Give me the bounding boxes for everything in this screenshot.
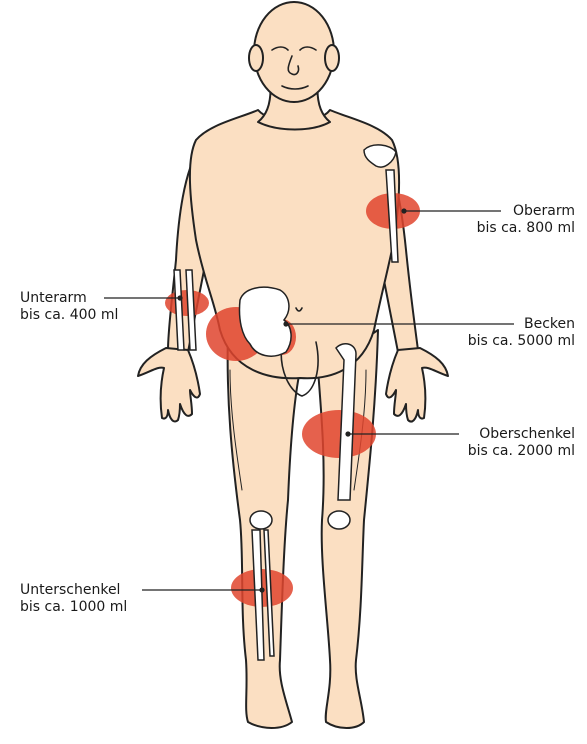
label-oberschenkel-name: Oberschenkel bbox=[468, 426, 575, 443]
label-oberarm-volume: bis ca. 800 ml bbox=[477, 220, 575, 237]
label-unterschenkel-name: Unterschenkel bbox=[20, 582, 127, 599]
label-unterarm-volume: bis ca. 400 ml bbox=[20, 307, 118, 324]
label-becken: Becken bis ca. 5000 ml bbox=[468, 316, 575, 350]
label-unterarm: Unterarm bis ca. 400 ml bbox=[20, 290, 118, 324]
knee-bone-left bbox=[250, 511, 272, 529]
knee-bone-right bbox=[328, 511, 350, 529]
label-becken-name: Becken bbox=[468, 316, 575, 333]
label-unterschenkel-volume: bis ca. 1000 ml bbox=[20, 599, 127, 616]
label-oberschenkel-volume: bis ca. 2000 ml bbox=[468, 443, 575, 460]
left-ear bbox=[249, 45, 263, 71]
label-oberarm-name: Oberarm bbox=[477, 203, 575, 220]
label-oberarm: Oberarm bis ca. 800 ml bbox=[477, 203, 575, 237]
label-unterarm-name: Unterarm bbox=[20, 290, 118, 307]
right-ear bbox=[325, 45, 339, 71]
right-hand bbox=[386, 348, 448, 422]
label-becken-volume: bis ca. 5000 ml bbox=[468, 333, 575, 350]
label-unterschenkel: Unterschenkel bis ca. 1000 ml bbox=[20, 582, 127, 616]
head bbox=[254, 2, 334, 102]
label-oberschenkel: Oberschenkel bis ca. 2000 ml bbox=[468, 426, 575, 460]
left-hand bbox=[138, 348, 200, 422]
